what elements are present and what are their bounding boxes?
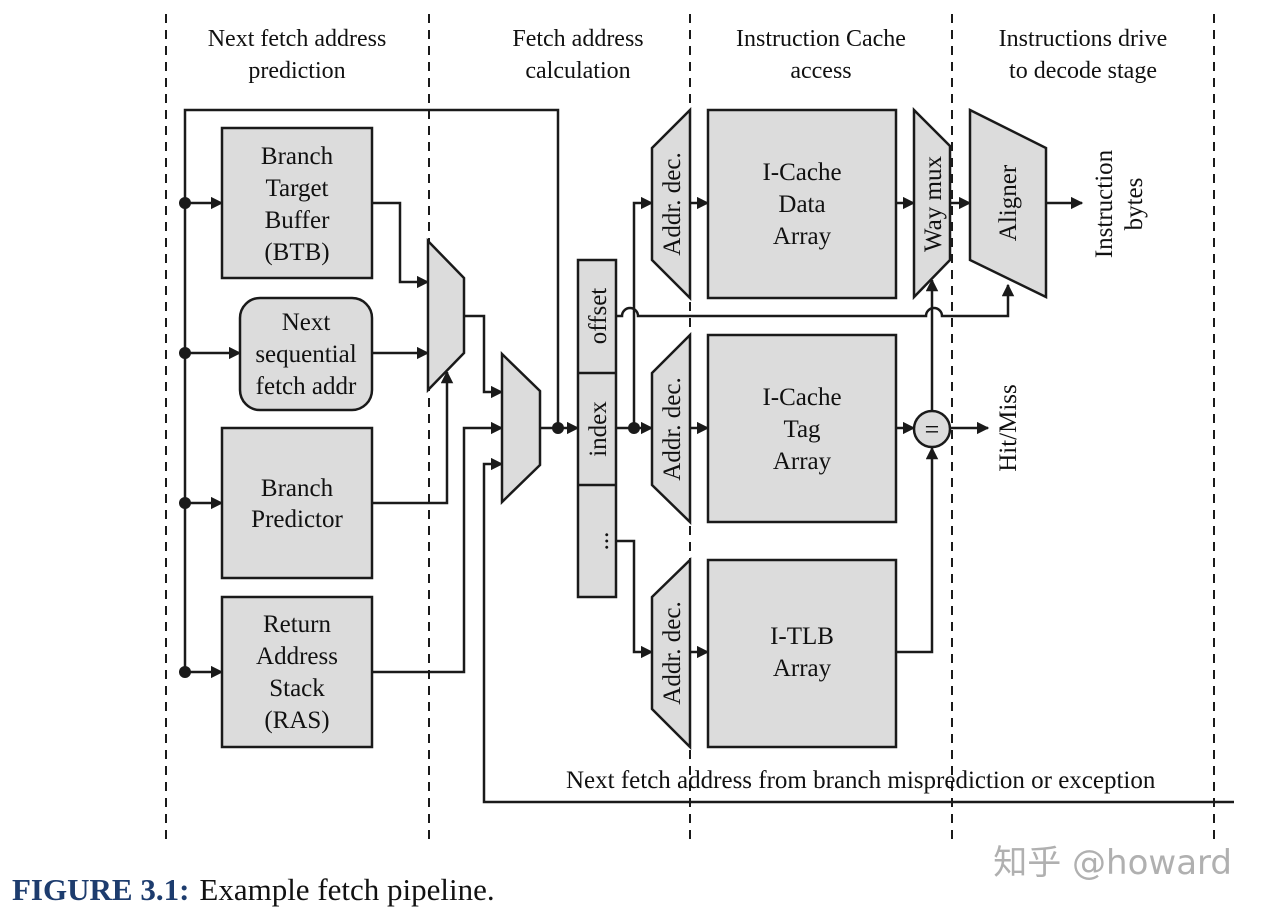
- icache-tag-label-line: Array: [773, 448, 832, 475]
- nsfa-label-line: sequential: [255, 341, 356, 368]
- stage-title-line2: prediction: [248, 58, 345, 84]
- aligner: Aligner: [968, 107, 1048, 299]
- itlb-label-line: I-TLB: [770, 623, 834, 650]
- next-sequential-fetch-block: Next sequential fetch addr: [238, 296, 374, 412]
- icache-data-label-line: I-Cache: [762, 159, 841, 186]
- stage-header-icache-access: Instruction Cache access: [736, 26, 906, 84]
- stage-header-decode-drive: Instructions drive to decode stage: [999, 26, 1168, 84]
- icache-data-label-line: Data: [778, 191, 825, 218]
- btb-block: Branch Target Buffer (BTB): [220, 126, 374, 280]
- figure-title: Example fetch pipeline.: [199, 872, 494, 907]
- btb-label-line: Target: [265, 175, 328, 202]
- index-field: index: [585, 401, 612, 457]
- wires: [183, 108, 1234, 804]
- icache-tag-label-line: Tag: [783, 416, 821, 443]
- ellipsis-field: ...: [587, 532, 614, 551]
- addr-dec-label: Addr. dec.: [659, 601, 686, 704]
- watermark: 知乎 @howard: [993, 843, 1232, 883]
- btb-label-line: Buffer: [265, 207, 330, 234]
- nsfa-label-line: Next: [282, 309, 331, 336]
- ras-block: Return Address Stack (RAS): [220, 595, 374, 749]
- mispredict-path-label: Next fetch address from branch mispredic…: [566, 767, 1156, 794]
- branch-predictor-block: Branch Predictor: [220, 426, 374, 580]
- itlb-array: I-TLB Array: [706, 558, 898, 749]
- stage-title-line2: calculation: [525, 58, 630, 84]
- addr-decoder-tag: Addr. dec.: [650, 331, 692, 525]
- figure-number: FIGURE 3.1:: [12, 872, 189, 907]
- itlb-label-line: Array: [773, 655, 832, 682]
- hit-miss-label: Hit/Miss: [995, 384, 1022, 472]
- figure-caption: FIGURE 3.1: Example fetch pipeline.: [12, 872, 495, 907]
- output-label-line: Instruction: [1091, 149, 1118, 258]
- bp-label-line: Predictor: [251, 506, 343, 533]
- ras-label-line: Return: [263, 611, 332, 638]
- icache-data-array: I-Cache Data Array: [706, 108, 898, 300]
- output-label-line: bytes: [1121, 178, 1148, 231]
- stage-title-line1: Fetch address: [512, 26, 643, 52]
- nsfa-label-line: fetch addr: [256, 373, 357, 400]
- ras-label-line: (RAS): [264, 707, 329, 734]
- addr-decoder-tlb: Addr. dec.: [650, 557, 692, 751]
- way-mux-label: Way mux: [920, 156, 947, 252]
- mux-1: [426, 237, 466, 394]
- icache-data-label-line: Array: [773, 223, 832, 250]
- aligner-label: Aligner: [995, 164, 1022, 241]
- icache-tag-array: I-Cache Tag Array: [706, 333, 898, 524]
- instruction-bytes-output: Instruction bytes: [1091, 149, 1148, 258]
- offset-field: offset: [585, 288, 612, 345]
- comparator-symbol: =: [925, 415, 940, 444]
- stage-title-line2: to decode stage: [1009, 58, 1157, 84]
- stage-title-line1: Next fetch address: [208, 26, 387, 52]
- way-mux: Way mux: [912, 106, 952, 301]
- stage-header-fetch-calc: Fetch address calculation: [512, 26, 643, 84]
- mux-2: [500, 351, 542, 505]
- btb-label-line: Branch: [261, 143, 334, 170]
- stage-title-line1: Instruction Cache: [736, 26, 906, 52]
- junction-dots: [179, 197, 640, 678]
- bp-label-line: Branch: [261, 475, 334, 502]
- ras-label-line: Address: [256, 643, 338, 670]
- ras-label-line: Stack: [269, 675, 325, 702]
- btb-label-line: (BTB): [264, 239, 329, 266]
- fetch-address-register: offset index ...: [576, 258, 618, 599]
- tag-comparator: =: [912, 409, 952, 449]
- addr-dec-label: Addr. dec.: [659, 377, 686, 480]
- addr-dec-label: Addr. dec.: [659, 152, 686, 255]
- icache-tag-label-line: I-Cache: [762, 384, 841, 411]
- stage-header-next-fetch: Next fetch address prediction: [208, 26, 387, 84]
- addr-decoder-data: Addr. dec.: [650, 106, 692, 302]
- stage-title-line2: access: [790, 58, 851, 84]
- stage-title-line1: Instructions drive: [999, 26, 1168, 52]
